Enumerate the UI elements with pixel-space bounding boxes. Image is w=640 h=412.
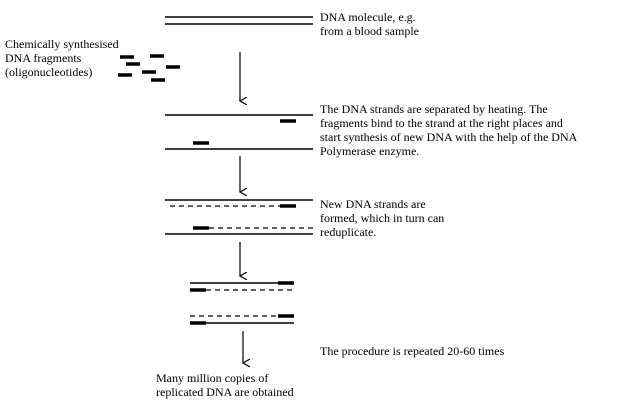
original-dna-molecule <box>165 16 313 25</box>
replicated-pair-2 <box>190 314 294 325</box>
label-result: Many million copies of replicated DNA ar… <box>156 371 294 399</box>
label-line: reduplicate. <box>320 225 377 239</box>
primer-fragments <box>118 54 180 82</box>
label-line: start synthesis of new DNA with the help… <box>320 130 578 144</box>
label-line: fragments bind to the strand at the righ… <box>320 116 563 130</box>
label-repeat: The procedure is repeated 20-60 times <box>320 344 505 358</box>
label-line: formed, which in turn can <box>320 211 445 225</box>
replicated-pair-1 <box>190 281 294 292</box>
label-line: Polymerase enzyme. <box>320 144 420 158</box>
label-line: The DNA strands are separated by heating… <box>320 102 548 116</box>
label-line: New DNA strands are <box>320 197 426 211</box>
label-line: replicated DNA are obtained <box>156 385 294 399</box>
label-line: from a blood sample <box>320 24 419 38</box>
label-line: (oligonucleotides) <box>5 65 93 79</box>
label-line: Many million copies of <box>156 371 269 385</box>
label-fragments: Chemically synthesised DNA fragments (ol… <box>5 37 119 79</box>
label-dna-molecule: DNA molecule, e.g. from a blood sample <box>320 10 419 38</box>
label-line: Chemically synthesised <box>5 37 119 51</box>
label-line: DNA molecule, e.g. <box>320 10 416 24</box>
new-strands <box>165 199 313 235</box>
separated-strands <box>165 114 313 150</box>
label-step-separation: The DNA strands are separated by heating… <box>320 102 577 158</box>
label-line: DNA fragments <box>5 51 82 65</box>
label-step-new-strands: New DNA strands are formed, which in tur… <box>320 197 444 239</box>
